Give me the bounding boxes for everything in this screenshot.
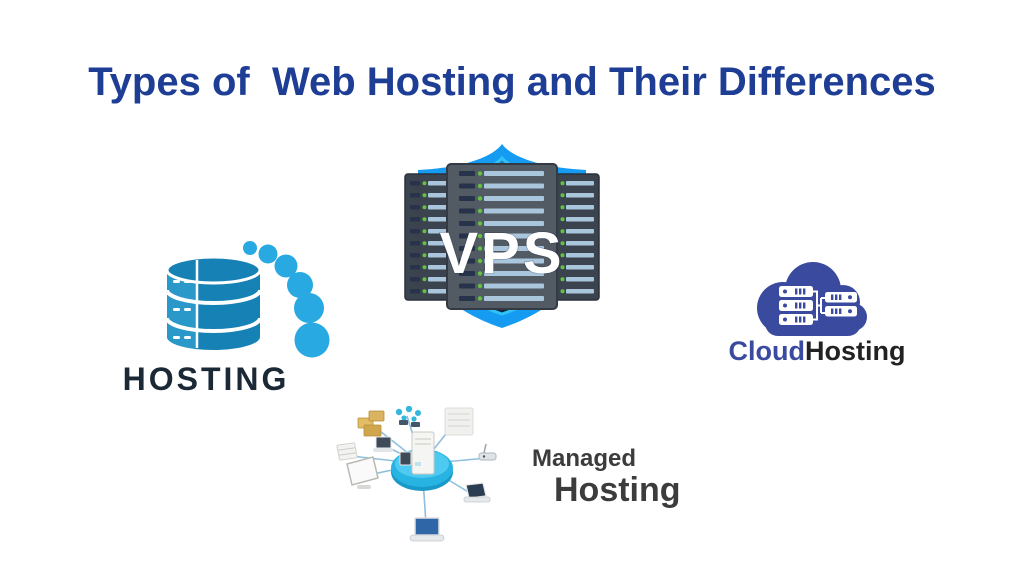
managed-label-line1: Managed: [532, 445, 637, 472]
gold-switch-icon: [357, 410, 385, 437]
laptop-right-icon: [463, 482, 491, 503]
managed-hosting-label: Managed Hosting: [532, 445, 702, 509]
server-rack-center-icon: [446, 163, 558, 310]
page-title: Types of Web Hosting and Their Differenc…: [88, 60, 936, 104]
monitor-left-icon: [346, 456, 379, 489]
hosting-label-part: Hosting: [804, 336, 906, 366]
white-rack-icon: [444, 407, 474, 436]
cloud-hosting-logo: CloudHosting: [727, 252, 907, 377]
central-server-icon: [399, 431, 435, 475]
cylinder-dashes: [173, 280, 191, 339]
cloud-icon: [757, 262, 867, 336]
device-cluster-icon: [395, 406, 421, 427]
dots-arc-icon: [243, 241, 330, 358]
router-icon: [478, 443, 497, 461]
hosting-label: HOSTING: [122, 361, 290, 397]
cloud-hosting-label: CloudHosting: [727, 336, 907, 367]
managed-label-line2: Hosting: [554, 471, 681, 509]
vps-label: VPS: [439, 221, 564, 286]
hosting-logo: HOSTING: [100, 233, 330, 403]
cloud-label-part: Cloud: [728, 336, 805, 366]
laptop-bottom-icon: [409, 517, 445, 542]
paper-stack-icon: [336, 442, 358, 461]
network-diagram-icon: [336, 406, 497, 542]
database-icon: [165, 241, 330, 358]
cloud-servers-icon: [779, 286, 857, 325]
laptop-midleft-icon: [373, 436, 393, 452]
vps-shield-icon: VPS: [404, 144, 600, 328]
